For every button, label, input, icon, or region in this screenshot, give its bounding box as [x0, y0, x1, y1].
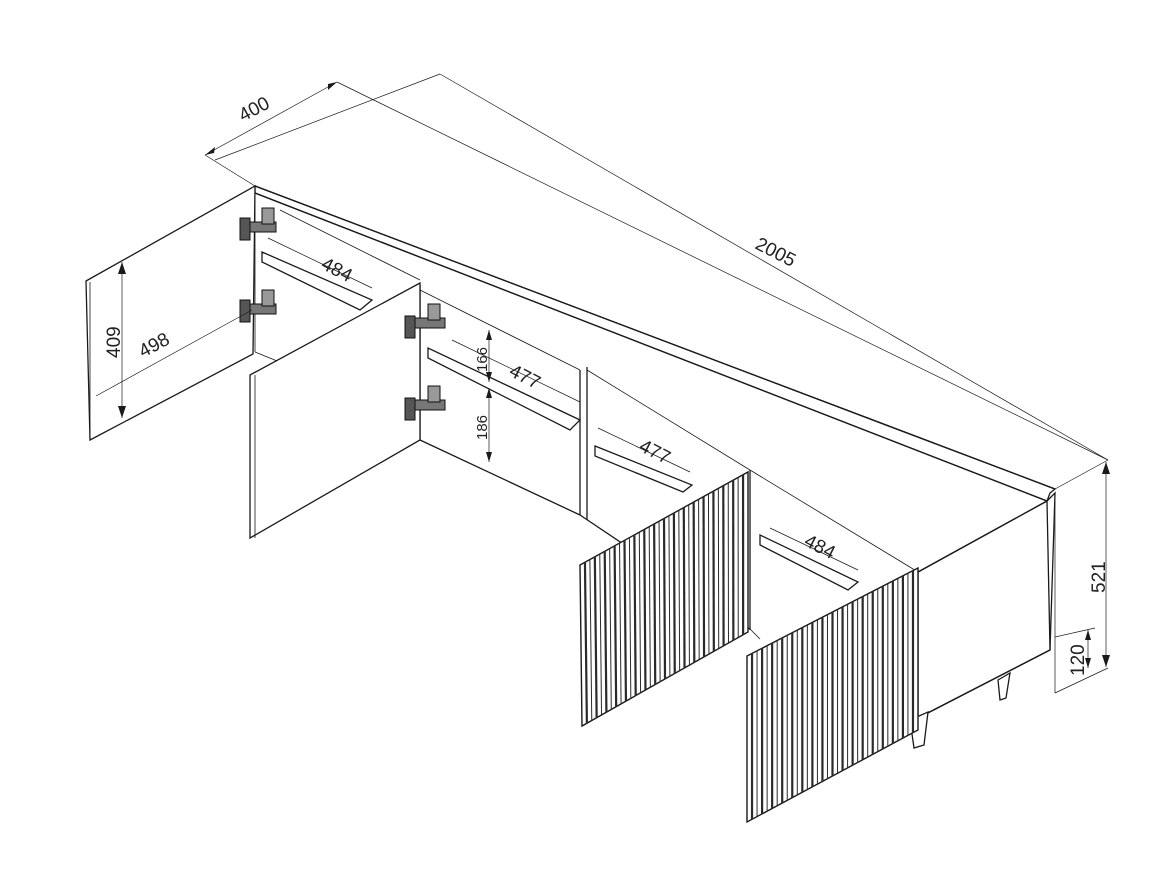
label-door-height: 409: [104, 326, 125, 358]
label-lower-gap: 186: [474, 415, 491, 440]
label-shelf-width-2: 477: [636, 436, 674, 469]
door-second-open: [250, 283, 420, 538]
shelf-left: [262, 252, 372, 310]
door-left-open: [86, 186, 255, 440]
label-total-width: 2005: [752, 234, 799, 272]
label-depth: 400: [235, 93, 273, 126]
leg-rear: [998, 673, 1010, 700]
cabinet-right-side: [918, 493, 1055, 718]
label-upper-gap: 166: [474, 347, 491, 372]
label-total-height: 521: [1089, 561, 1110, 593]
shelf-middle-1: [428, 348, 580, 430]
label-leg-height: 120: [1068, 644, 1089, 676]
